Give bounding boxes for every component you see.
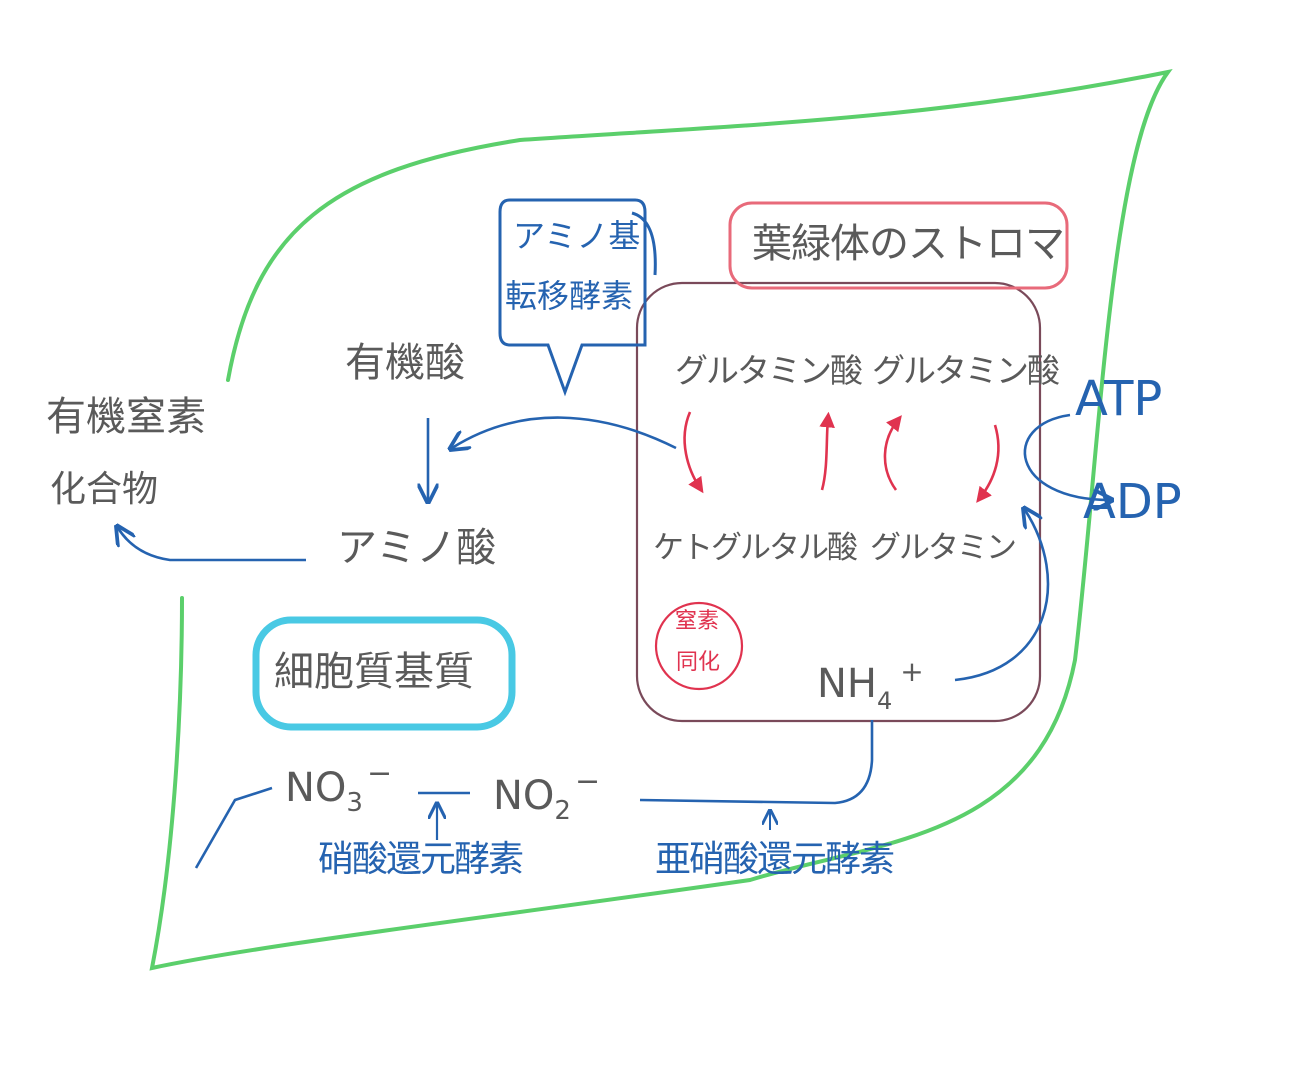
red-arrow-glu-to-kg bbox=[683, 411, 704, 494]
no2-text: NO bbox=[493, 773, 555, 819]
nitrate-reductase-label: 硝酸還元酵素 bbox=[318, 839, 524, 880]
aminotransferase-callout bbox=[498, 198, 647, 397]
arrow-glutamate-to-organic-acid bbox=[452, 416, 677, 448]
red-arrow-glu-to-gln bbox=[976, 424, 1000, 503]
arrow-nh4-to-glutamine bbox=[954, 510, 1050, 682]
arrow-atp-to-adp bbox=[1023, 413, 1110, 500]
nh4-text: NH bbox=[817, 661, 877, 707]
cytoplasm-label-frame bbox=[252, 616, 516, 731]
nh4-label: NH4+ bbox=[817, 658, 924, 714]
no3-text: NO bbox=[285, 765, 347, 811]
no2-subscript: 2 bbox=[554, 796, 571, 826]
arrow-amino-acid-to-organic-n bbox=[118, 528, 306, 562]
aminotransferase-label-line2: 転移酵素 bbox=[505, 277, 634, 315]
callout-tick bbox=[631, 211, 657, 276]
red-arrow-kg-to-glu bbox=[819, 411, 835, 491]
line-nitrate-path bbox=[194, 786, 273, 869]
n-assimilation-stamp bbox=[654, 601, 744, 691]
amino-acid-label: アミノ酸 bbox=[337, 525, 497, 571]
nh4-superscript: + bbox=[900, 655, 924, 688]
leaf-outline bbox=[149, 69, 1173, 971]
nh4-subscript: 4 bbox=[877, 687, 893, 715]
organic-n-compound-line1: 有機窒素 bbox=[46, 394, 206, 440]
n-assimilation-line1: 窒素 bbox=[675, 609, 720, 634]
ketoglutarate-label: ケトグルタル酸 bbox=[653, 530, 858, 566]
no3-label: NO3− bbox=[285, 759, 392, 817]
atp-label: ATP bbox=[1075, 371, 1163, 427]
no2-label: NO2− bbox=[493, 767, 600, 825]
glutamine-label: グルタミン bbox=[870, 530, 1017, 566]
red-arrow-gln-to-glu bbox=[883, 415, 902, 491]
no2-superscript: − bbox=[574, 764, 601, 799]
line-no2-to-nh4 bbox=[639, 720, 874, 805]
aminotransferase-label-line1: アミノ基 bbox=[513, 217, 641, 255]
no3-superscript: − bbox=[366, 756, 393, 791]
glutamate-label-2: グルタミン酸 bbox=[872, 351, 1060, 390]
n-assimilation-line2: 同化 bbox=[676, 650, 721, 675]
no3-subscript: 3 bbox=[346, 788, 363, 818]
stroma-label: 葉緑体のストロマ bbox=[752, 221, 1065, 267]
nitrite-reductase-label: 亜硝酸還元酵素 bbox=[655, 839, 895, 880]
organic-n-compound-line2: 化合物 bbox=[50, 469, 159, 510]
adp-label: ADP bbox=[1083, 474, 1182, 530]
stroma-compartment bbox=[635, 281, 1042, 723]
glutamate-label-1: グルタミン酸 bbox=[675, 351, 863, 390]
stroma-label-frame bbox=[728, 201, 1069, 290]
organic-acid-label: 有機酸 bbox=[345, 340, 465, 386]
cytoplasm-label: 細胞質基質 bbox=[274, 649, 474, 695]
